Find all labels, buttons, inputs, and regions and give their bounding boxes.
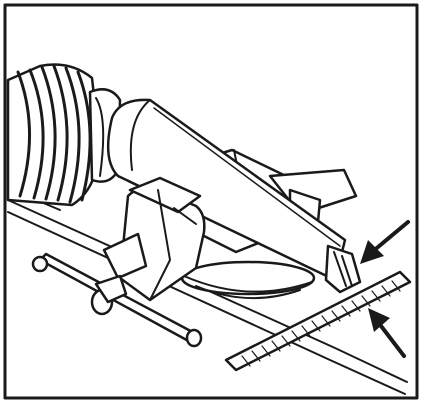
vise-handle [31, 252, 203, 348]
vise-swivel-base [180, 260, 316, 300]
arrow-icon [360, 220, 410, 264]
vise-front-jaw [102, 176, 206, 302]
axle-splined-end [324, 244, 362, 294]
arrow-icon [368, 308, 406, 358]
frame-border [3, 3, 419, 400]
axle-hub [6, 63, 122, 207]
flat-file [224, 270, 412, 372]
